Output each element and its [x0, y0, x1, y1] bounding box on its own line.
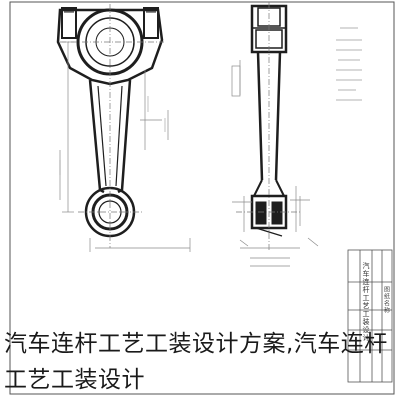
title-block-label: 汽车连杆工艺工装设计	[362, 261, 370, 342]
center-lines-front	[60, 4, 164, 248]
drawing-frame	[9, 1, 395, 395]
page-caption: 汽车连杆工艺工装设计方案,汽车连杆工艺工装设计	[4, 331, 388, 393]
dimension-marks-front	[59, 96, 166, 175]
dimensions-side	[231, 60, 319, 267]
title-block	[347, 249, 393, 383]
center-lines-side	[236, 2, 300, 250]
con-rod-side-view	[250, 4, 288, 237]
dimensions-front	[59, 41, 191, 252]
title-block-label-2: 图纸名称	[383, 286, 390, 314]
technical-notes	[336, 27, 362, 101]
